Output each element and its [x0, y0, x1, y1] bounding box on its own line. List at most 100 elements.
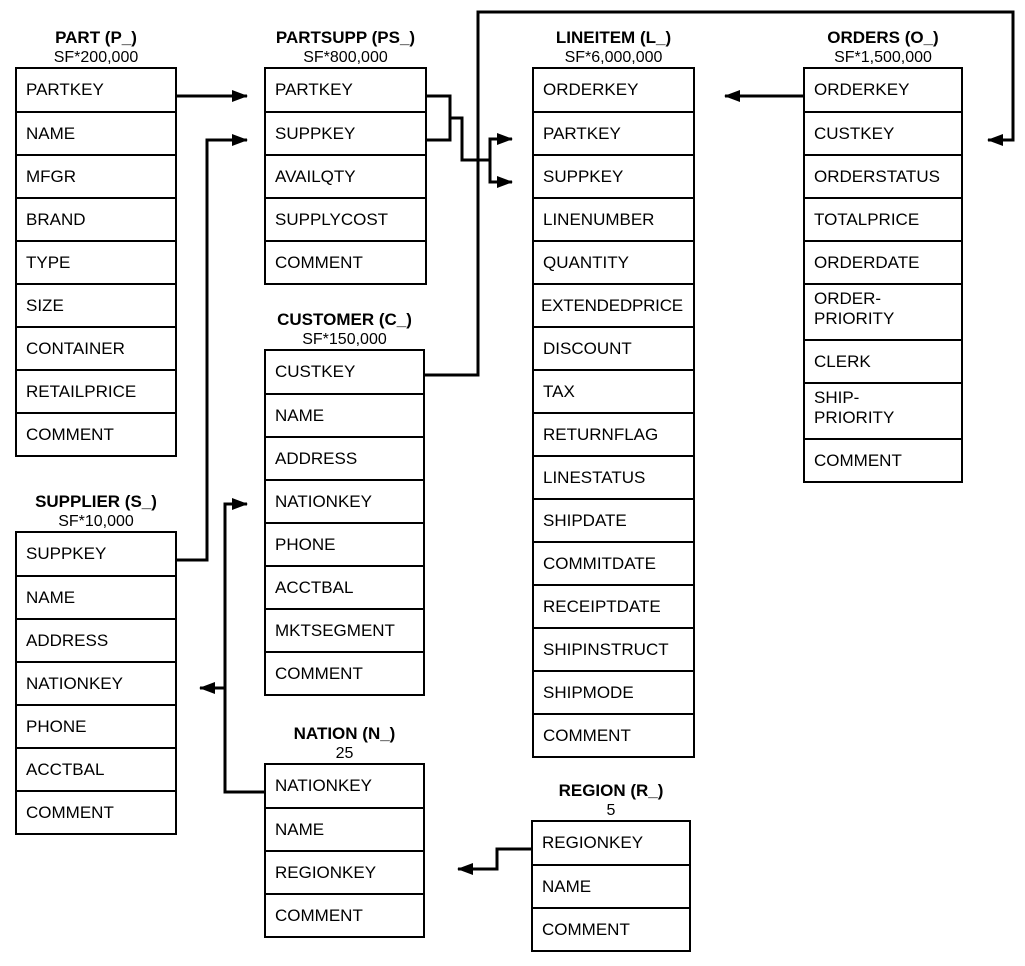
table-orders-columns: ORDERKEY CUSTKEY ORDERSTATUS TOTALPRICE …: [803, 67, 963, 483]
column-row[interactable]: QUANTITY: [534, 242, 693, 285]
column-row[interactable]: ORDER-PRIORITY: [805, 285, 961, 341]
table-partsupp-cardinality: SF*800,000: [303, 49, 388, 66]
table-orders: ORDERS (O_) SF*1,500,000 ORDERKEY CUSTKE…: [803, 28, 963, 483]
table-customer-title: CUSTOMER (C_): [277, 310, 412, 329]
column-row[interactable]: SIZE: [17, 285, 175, 328]
table-supplier-columns: SUPPKEY NAME ADDRESS NATIONKEY PHONE ACC…: [15, 531, 177, 835]
column-row[interactable]: PARTKEY: [534, 113, 693, 156]
column-row[interactable]: COMMENT: [266, 895, 423, 938]
column-row[interactable]: MFGR: [17, 156, 175, 199]
table-nation-columns: NATIONKEY NAME REGIONKEY COMMENT: [264, 763, 425, 938]
column-row[interactable]: ORDERSTATUS: [805, 156, 961, 199]
edge-partsupp-junction: [427, 94, 452, 142]
column-row[interactable]: ORDERKEY: [534, 69, 693, 113]
column-row[interactable]: SUPPKEY: [17, 533, 175, 577]
column-row[interactable]: RETAILPRICE: [17, 371, 175, 414]
column-row[interactable]: COMMENT: [17, 792, 175, 835]
column-row[interactable]: LINESTATUS: [534, 457, 693, 500]
edge-partsupp-lineitem-suppkey: [488, 160, 513, 188]
column-row[interactable]: AVAILQTY: [266, 156, 425, 199]
column-row[interactable]: NAME: [533, 866, 689, 909]
column-row[interactable]: COMMENT: [17, 414, 175, 457]
column-row[interactable]: ORDERDATE: [805, 242, 961, 285]
column-row[interactable]: RECEIPTDATE: [534, 586, 693, 629]
column-row[interactable]: SUPPKEY: [534, 156, 693, 199]
column-row[interactable]: NATIONKEY: [266, 765, 423, 809]
table-region-columns: REGIONKEY NAME COMMENT: [531, 820, 691, 952]
table-orders-cardinality: SF*1,500,000: [834, 49, 932, 66]
table-lineitem-cardinality: SF*6,000,000: [564, 49, 663, 66]
column-row[interactable]: EXTENDEDPRICE: [534, 285, 693, 328]
column-row[interactable]: COMMENT: [266, 653, 423, 696]
table-region: REGION (R_) 5 REGIONKEY NAME COMMENT: [531, 781, 691, 952]
column-row[interactable]: COMMENT: [533, 909, 689, 952]
column-row[interactable]: COMMENT: [266, 242, 425, 285]
column-row[interactable]: NAME: [17, 577, 175, 620]
column-row[interactable]: PHONE: [266, 524, 423, 567]
column-row[interactable]: LINENUMBER: [534, 199, 693, 242]
column-row[interactable]: NAME: [17, 113, 175, 156]
table-lineitem-title: LINEITEM (L_): [555, 28, 672, 47]
column-row[interactable]: SHIP-PRIORITY: [805, 384, 961, 440]
column-row[interactable]: SHIPINSTRUCT: [534, 629, 693, 672]
table-customer: CUSTOMER (C_) SF*150,000 CUSTKEY NAME AD…: [264, 310, 425, 696]
column-row[interactable]: TYPE: [17, 242, 175, 285]
column-row[interactable]: TAX: [534, 371, 693, 414]
column-row[interactable]: PARTKEY: [266, 69, 425, 113]
column-row[interactable]: NATIONKEY: [17, 663, 175, 706]
column-row[interactable]: DISCOUNT: [534, 328, 693, 371]
column-row[interactable]: COMMENT: [805, 440, 961, 483]
table-supplier-cardinality: SF*10,000: [58, 513, 134, 530]
column-row[interactable]: NATIONKEY: [266, 481, 423, 524]
column-row[interactable]: SUPPLYCOST: [266, 199, 425, 242]
table-partsupp-title: PARTSUPP (PS_): [275, 28, 416, 47]
table-part-columns: PARTKEY NAME MFGR BRAND TYPE SIZE CONTAI…: [15, 67, 177, 457]
column-row[interactable]: SUPPKEY: [266, 113, 425, 156]
column-row[interactable]: CUSTKEY: [805, 113, 961, 156]
column-row[interactable]: ACCTBAL: [17, 749, 175, 792]
column-row[interactable]: TOTALPRICE: [805, 199, 961, 242]
column-row[interactable]: SHIPMODE: [534, 672, 693, 715]
edge-supplier-partsupp: [177, 134, 248, 562]
table-part: PART (P_) SF*200,000 PARTKEY NAME MFGR B…: [15, 28, 177, 457]
table-lineitem: LINEITEM (L_) SF*6,000,000 ORDERKEY PART…: [532, 28, 695, 758]
table-lineitem-columns: ORDERKEY PARTKEY SUPPKEY LINENUMBER QUAN…: [532, 67, 695, 758]
column-row[interactable]: BRAND: [17, 199, 175, 242]
edge-partsupp-lineitem-partkey: [488, 133, 513, 160]
column-row[interactable]: REGIONKEY: [533, 822, 689, 866]
column-row[interactable]: SHIPDATE: [534, 500, 693, 543]
column-row[interactable]: COMMENT: [534, 715, 693, 758]
table-region-cardinality: 5: [606, 802, 616, 819]
column-row[interactable]: PARTKEY: [17, 69, 175, 113]
column-row[interactable]: NAME: [266, 809, 423, 852]
edge-partsupp-fork-stem: [450, 116, 490, 162]
column-row[interactable]: COMMITDATE: [534, 543, 693, 586]
column-row[interactable]: CLERK: [805, 341, 961, 384]
table-region-title: REGION (R_): [558, 781, 664, 800]
column-row[interactable]: PHONE: [17, 706, 175, 749]
table-part-cardinality: SF*200,000: [53, 49, 139, 66]
column-row[interactable]: ADDRESS: [266, 438, 423, 481]
column-row[interactable]: ORDERKEY: [805, 69, 961, 113]
table-nation: NATION (N_) 25 NATIONKEY NAME REGIONKEY …: [264, 724, 425, 938]
column-row[interactable]: CUSTKEY: [266, 351, 423, 395]
column-row[interactable]: ACCTBAL: [266, 567, 423, 610]
table-supplier: SUPPLIER (S_) SF*10,000 SUPPKEY NAME ADD…: [15, 492, 177, 835]
table-partsupp-columns: PARTKEY SUPPKEY AVAILQTY SUPPLYCOST COMM…: [264, 67, 427, 285]
table-customer-columns: CUSTKEY NAME ADDRESS NATIONKEY PHONE ACC…: [264, 349, 425, 696]
column-row[interactable]: REGIONKEY: [266, 852, 423, 895]
table-partsupp: PARTSUPP (PS_) SF*800,000 PARTKEY SUPPKE…: [264, 28, 427, 285]
table-customer-cardinality: SF*150,000: [302, 331, 387, 348]
column-row[interactable]: NAME: [266, 395, 423, 438]
edge-nation-customer: [223, 498, 264, 794]
column-row[interactable]: MKTSEGMENT: [266, 610, 423, 653]
table-supplier-title: SUPPLIER (S_): [35, 492, 157, 511]
column-row[interactable]: ADDRESS: [17, 620, 175, 663]
table-nation-title: NATION (N_): [293, 724, 396, 743]
table-nation-cardinality: 25: [335, 745, 354, 762]
table-orders-title: ORDERS (O_): [827, 28, 939, 47]
edge-region-nation: [457, 847, 531, 875]
table-part-title: PART (P_): [55, 28, 137, 47]
column-row[interactable]: CONTAINER: [17, 328, 175, 371]
column-row[interactable]: RETURNFLAG: [534, 414, 693, 457]
